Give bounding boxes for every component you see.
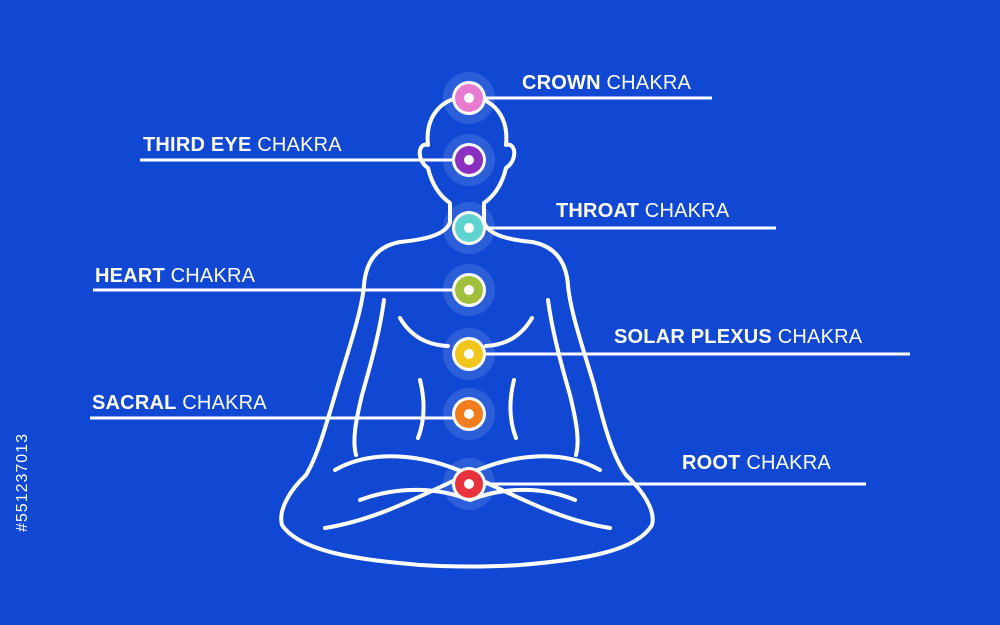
chakra-point-third-eye [443,134,495,186]
chakra-label-sacral: SACRAL CHAKRA [92,392,267,414]
chakra-center-solar-plexus [464,349,474,359]
chakra-label-solar-plexus: SOLAR PLEXUS CHAKRA [614,326,862,348]
stock-id: #551237013 [14,433,31,532]
chakra-label-heart: HEART CHAKRA [95,265,255,287]
chakra-suffix-sacral: CHAKRA [176,392,267,414]
chakra-label-crown: CROWN CHAKRA [522,72,691,94]
chakra-suffix-third-eye: CHAKRA [251,134,342,156]
chakra-center-sacral [464,409,474,419]
chakra-label-throat: THROAT CHAKRA [556,200,729,222]
chakra-point-sacral [443,388,495,440]
waist-right [508,378,518,440]
chakra-center-crown [464,93,474,103]
right-inner-arm [546,298,580,457]
chakra-point-crown [443,72,495,124]
chakra-center-root [464,479,474,489]
chest-left [398,316,450,348]
figure-outline [279,95,655,569]
waist-left [416,378,426,440]
chakra-point-throat [443,202,495,254]
chakra-points [443,72,495,510]
chakra-name-throat: THROAT [556,200,640,222]
chakra-suffix-crown: CHAKRA [600,72,692,94]
chakra-name-solar-plexus: SOLAR PLEXUS [614,326,772,348]
chakra-center-throat [464,223,474,233]
chakra-point-heart [443,264,495,316]
chakra-name-heart: HEART [95,265,165,287]
chakra-name-sacral: SACRAL [92,392,177,414]
chakra-suffix-root: CHAKRA [740,452,831,474]
leader-lines [90,96,910,486]
chakra-center-heart [464,285,474,295]
chakra-label-root: ROOT CHAKRA [682,452,831,474]
chakra-name-third-eye: THIRD EYE [143,134,252,156]
chakra-suffix-solar-plexus: CHAKRA [771,326,863,348]
chest-right [484,316,534,348]
chakra-label-third-eye: THIRD EYE CHAKRA [143,134,342,156]
chakra-name-root: ROOT [682,452,741,474]
chakra-suffix-heart: CHAKRA [164,265,256,287]
chakra-point-root [443,458,495,510]
chakra-name-crown: CROWN [522,72,601,94]
chakra-point-solar-plexus [443,328,495,380]
left-inner-arm [352,298,386,457]
chakra-center-third-eye [464,155,474,165]
chakra-suffix-throat: CHAKRA [639,200,730,222]
